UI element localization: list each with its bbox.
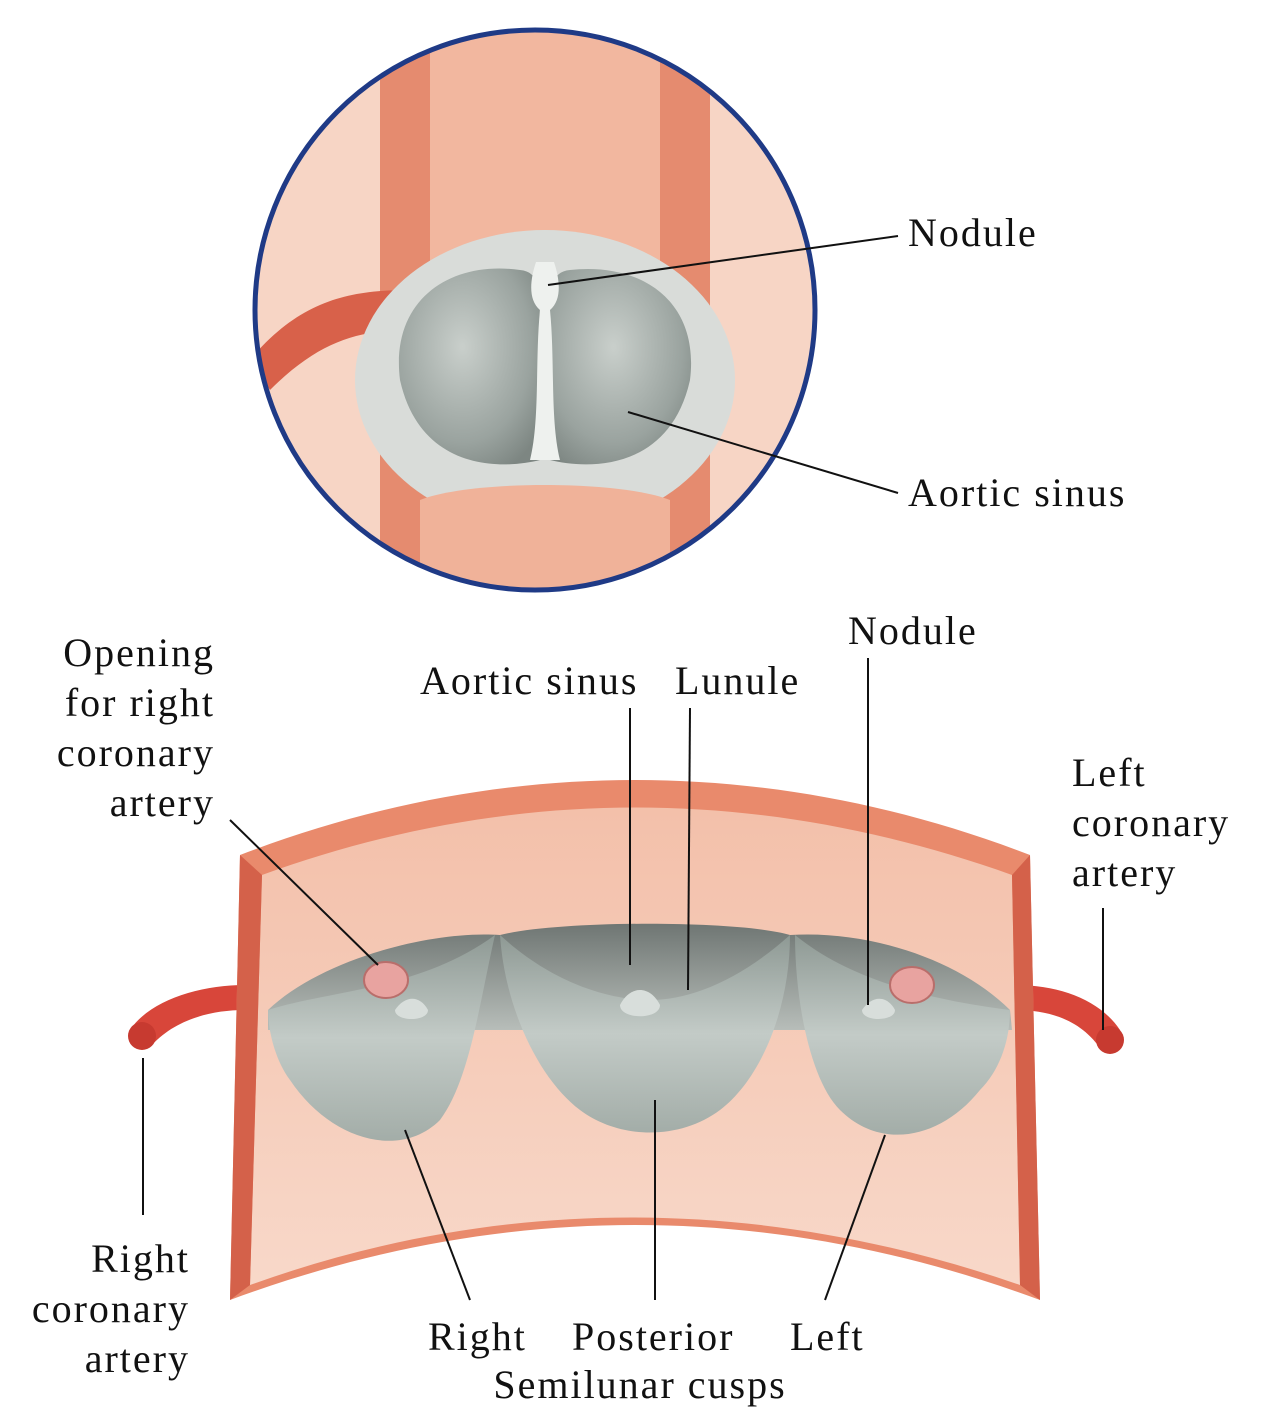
right-coronary-end — [128, 1022, 156, 1050]
label-opening-line2: for right — [20, 678, 215, 728]
label-left-coronary-line3: artery — [1072, 848, 1177, 898]
label-right-coronary-line1: Right — [10, 1234, 190, 1284]
lower-vessel — [420, 485, 670, 640]
label-aortic-sinus: Aortic sinus — [420, 656, 638, 706]
label-top-aortic-sinus: Aortic sinus — [908, 468, 1126, 518]
left-coronary-end — [1096, 1026, 1124, 1054]
label-opening-line3: coronary — [20, 728, 215, 778]
opening-left-coronary — [890, 967, 934, 1003]
opening-right-coronary — [364, 962, 408, 998]
label-top-nodule: Nodule — [908, 208, 1038, 258]
label-semilunar-cusps: Semilunar cusps — [440, 1360, 840, 1410]
label-cusp-left: Left — [790, 1312, 865, 1362]
label-opening-line1: Opening — [20, 628, 215, 678]
closeup-circle — [250, 20, 815, 640]
label-left-coronary-line1: Left — [1072, 748, 1147, 798]
label-right-coronary-line3: artery — [10, 1334, 190, 1384]
label-lunule: Lunule — [675, 656, 800, 706]
label-right-coronary-line2: coronary — [10, 1284, 190, 1334]
label-left-coronary-line2: coronary — [1072, 798, 1230, 848]
label-nodule: Nodule — [848, 606, 978, 656]
label-cusp-right: Right — [428, 1312, 527, 1362]
label-opening-line4: artery — [20, 778, 215, 828]
opened-valve — [128, 780, 1124, 1300]
label-cusp-posterior: Posterior — [572, 1312, 734, 1362]
